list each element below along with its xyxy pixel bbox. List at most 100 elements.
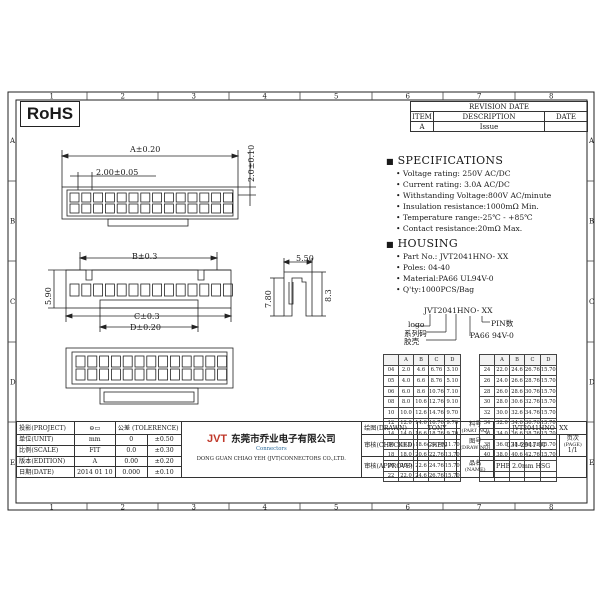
tb-part-no-value: JVT2041HNO- XX [493, 421, 587, 435]
housing-list: • Part No.: JVT2041HNO- XX• Poles: 04-40… [386, 252, 508, 296]
pin-cavity [122, 368, 133, 381]
dim-cell: 08 [383, 396, 399, 408]
tb-label-scale: 比例(SCALE) [16, 444, 75, 457]
dim-header-cell: C [524, 354, 541, 366]
dim-cell: 6.0 [398, 385, 414, 398]
specifications-item: • Temperature range:-25℃ - +85℃ [396, 213, 551, 224]
pin-cavity [211, 283, 222, 297]
dim-top-height-label: 2.0±0.10 [247, 145, 256, 182]
grid-number-top: 4 [263, 93, 268, 101]
callout-logo: logo [408, 320, 425, 329]
dim-cell: 28 [479, 385, 495, 398]
pin-cavity [140, 283, 151, 297]
bullet-icon: ■ [386, 240, 394, 249]
grid-letter-left: E [10, 459, 15, 467]
pin-cavity [128, 203, 139, 214]
pin-cavity [152, 192, 163, 203]
bullet-dot-icon: • [396, 252, 403, 261]
dim-cell: 30.0 [494, 406, 510, 419]
tb-role-drawn-name: TONY [416, 421, 458, 435]
dim-side-inner-label: 7.80 [264, 290, 273, 308]
specifications-item: • Withstanding Voltage:800V AC/minute [396, 191, 551, 202]
tb-role-drawn-label: 绘图(DRAWN) [361, 421, 418, 435]
grid-number-top: 7 [477, 93, 481, 101]
dim-cell: 32.6 [509, 406, 525, 419]
tb-value-unit: mm [73, 434, 116, 446]
bottom-view [65, 347, 234, 405]
pin-cavity [81, 192, 92, 203]
bullet-dot-icon: • [396, 213, 403, 222]
pin-cavity [128, 192, 139, 203]
specifications-item-text: Temperature range:-25℃ - +85℃ [402, 213, 533, 222]
pin-cavity [128, 283, 139, 297]
pin-cavity [199, 283, 210, 297]
tb-role-approve-name [416, 455, 458, 479]
grid-number-bottom: 4 [263, 504, 268, 512]
specifications-item: • Insulation resistance:1000mΩ Min. [396, 202, 551, 213]
pin-cavity [116, 192, 127, 203]
pin-cavity [134, 368, 145, 381]
pin-cavity [158, 368, 169, 381]
tb-value-edition: A [73, 455, 116, 468]
specifications-item-text: Insulation resistance:1000mΩ Min. [402, 202, 539, 211]
pin-cavity [181, 355, 192, 368]
tb-value-project: ⊖▭ [73, 421, 116, 435]
tb-label-project: 投影(PROJECT) [16, 421, 75, 435]
dim-header-cell: D [443, 354, 461, 366]
pin-cavity [222, 203, 233, 214]
dim-side-width-label: 5.50 [296, 254, 314, 263]
specifications-item: • Current rating: 3.0A AC/DC [396, 180, 551, 191]
pin-cavity [152, 203, 163, 214]
pin-cavity [193, 355, 204, 368]
revision-table: REVISION DATE ITEM DESCRIPTION DATE A Is… [410, 101, 588, 132]
bullet-dot-icon: • [396, 202, 403, 211]
pin-cavity [187, 203, 198, 214]
pin-cavity [75, 368, 86, 381]
tb-label-edition: 版本(EDITION) [16, 455, 75, 468]
top-view [60, 150, 256, 227]
dim-cell: 6.6 [413, 375, 429, 387]
pin-cavity [99, 355, 109, 368]
dim-header-cell: B [509, 354, 525, 366]
dim-cell: 15.70 [539, 364, 557, 377]
tb-tol-range-2: 0.00 [114, 455, 148, 468]
rohs-label: RoHS [20, 101, 80, 127]
dim-cell: 24.6 [509, 364, 525, 377]
dim-cell: 15.70 [539, 396, 557, 408]
dim-cell: 8.76 [428, 375, 445, 387]
grid-number-top: 5 [334, 93, 338, 101]
dim-cell: 4.0 [398, 375, 414, 387]
grid-letter-left: C [10, 298, 15, 306]
dim-cell: 22.0 [494, 364, 510, 377]
dim-cell: 4.6 [413, 364, 429, 377]
dim-cell: 32 [479, 406, 495, 419]
dim-cell: 26.6 [509, 375, 525, 387]
pin-cavity [87, 355, 98, 368]
dim-cell: 8.0 [398, 396, 414, 408]
dim-cell: 9.10 [443, 396, 461, 408]
dim-cell: 12.76 [428, 396, 445, 408]
dim-cell: 10.6 [413, 396, 429, 408]
revision-header-item: ITEM [410, 111, 434, 122]
pin-cavity [181, 368, 192, 381]
housing-item: • Material:PA66 UL94V-0 [396, 274, 508, 285]
pin-cavity [93, 192, 103, 203]
pin-cavity [75, 355, 86, 368]
company-logo-sub: Connectors [255, 446, 287, 453]
grid-number-bottom: 8 [549, 504, 553, 512]
dim-header-cell: A [398, 354, 414, 366]
housing-item-text: Poles: 04-40 [402, 263, 450, 272]
pin-cavity [134, 355, 145, 368]
dim-a-label: A±0.20 [129, 145, 160, 154]
dim-header-cell: C [428, 354, 445, 366]
housing-item-text: Q'ty:1000PCS/Bag [402, 285, 475, 294]
housing-item-text: Part No.: JVT2041HNO- XX [402, 252, 509, 261]
pin-cavity [163, 203, 174, 214]
grid-number-top: 3 [192, 93, 196, 101]
dim-cell: 2.0 [398, 364, 414, 377]
